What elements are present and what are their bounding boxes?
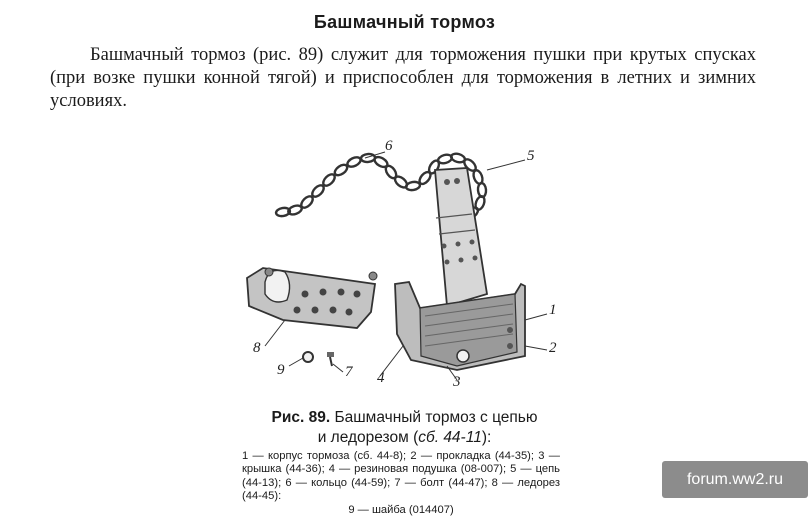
brake-shoe-body <box>394 281 526 371</box>
figure-number: Рис. 89. <box>271 409 331 426</box>
callout-4: 4 <box>377 370 385 386</box>
leader-lines <box>264 151 548 381</box>
body-paragraph: Башмачный тормоз (рис. 89) служит для то… <box>50 44 756 113</box>
caption-assembly-ref: сб. 44-11 <box>418 429 482 446</box>
callout-5: 5 <box>527 148 535 164</box>
legend-body: 1 — корпус тормоза (сб. 44-8); 2 — прокл… <box>242 450 560 503</box>
brake-tongue <box>434 167 489 308</box>
callout-1: 1 <box>549 302 557 318</box>
callout-6: 6 <box>385 138 393 154</box>
legend-last-line: 9 — шайба (014407) <box>348 503 454 516</box>
callout-9: 9 <box>277 362 285 378</box>
washer <box>302 351 314 363</box>
bolt <box>327 352 334 367</box>
caption-title-line2-text: и ледорезом ( <box>317 429 419 446</box>
callout-2: 2 <box>549 340 557 356</box>
caption-title-line2-end: ): <box>481 429 492 446</box>
paragraph-text: Башмачный тормоз (рис. 89) служит для то… <box>50 45 756 111</box>
callout-7: 7 <box>345 364 353 380</box>
caption-title-line1: Башмачный тормоз с цепью <box>334 409 538 426</box>
ice-cutter <box>246 267 378 329</box>
figure-89-illustration: 6 5 1 2 8 4 3 9 7 <box>225 134 565 394</box>
section-heading: Башмачный тормоз <box>313 12 496 32</box>
forum-watermark: forum.ww2.ru <box>662 461 808 498</box>
shoe-brake-drawing <box>246 151 548 381</box>
callout-3: 3 <box>453 374 461 390</box>
figure-caption: Рис. 89. Башмачный тормоз с цепью и ледо… <box>0 408 809 448</box>
figure-legend: 1 — корпус тормоза (сб. 44-8); 2 — прокл… <box>242 450 560 517</box>
callout-8: 8 <box>253 340 261 356</box>
